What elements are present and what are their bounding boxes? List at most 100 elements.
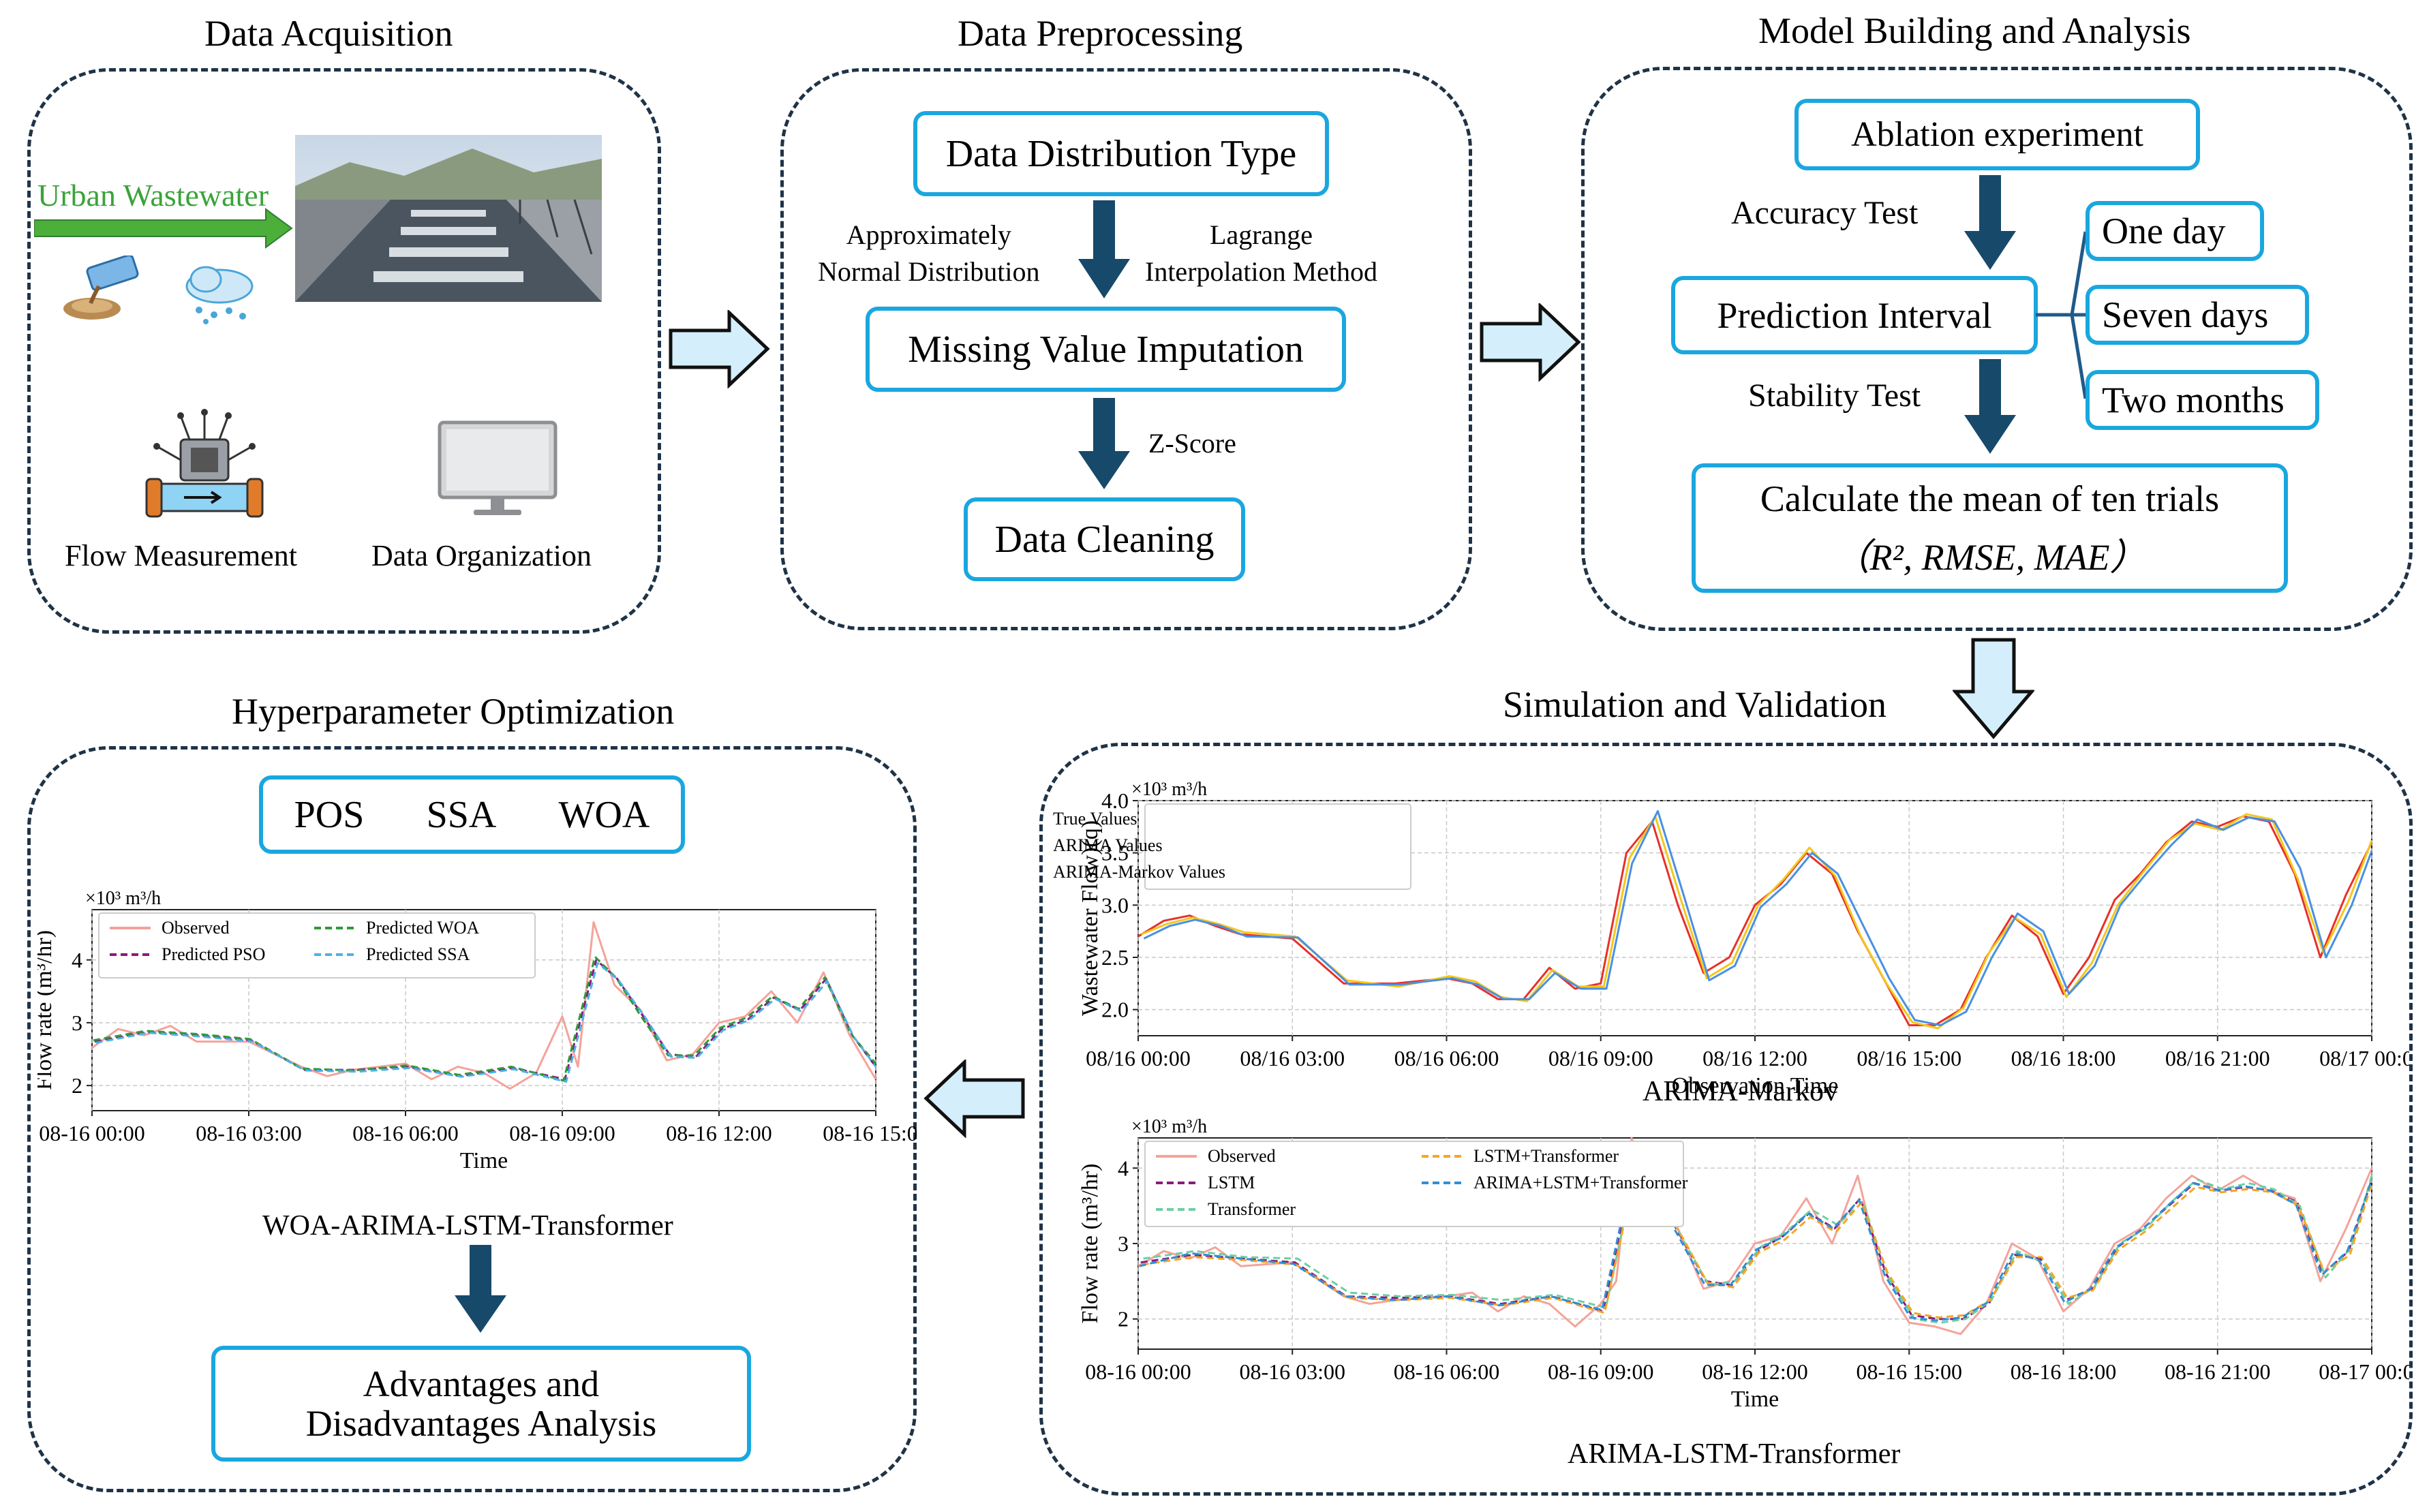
legend-box [1144, 1141, 1684, 1227]
data-organization-label: Data Organization [371, 539, 592, 572]
right-arrow-icon [669, 310, 770, 388]
legend-label: ARIMA Values [1053, 835, 1163, 855]
approx-normal-line2: Normal Distribution [818, 256, 1040, 287]
approx-normal-line1: Approximately [846, 219, 1011, 250]
mean-trials-line1: Calculate the mean of ten trials [1760, 478, 2220, 519]
algorithms-box: POS SSA WOA [259, 775, 685, 854]
woa-chart: 2 3 4 08-16 00:00 08-16 03:00 08-16 06:00 08-1… [37, 888, 917, 1173]
stability-test-label: Stability Test [1748, 377, 1921, 414]
simulation-title: Simulation and Validation [1503, 684, 1886, 725]
sewage-pipe-icon [63, 256, 139, 320]
interval-branch-lines [2036, 231, 2088, 399]
y-tick-label: 4.0 [1101, 788, 1129, 813]
series-line-3 [1142, 1171, 2373, 1318]
down-arrow-icon [455, 1245, 506, 1333]
y-axis-label: Flow rate (m³/hr) [37, 930, 57, 1090]
prediction-interval-box: Prediction Interval [1671, 276, 2038, 354]
x-tick-label: 08-16 03:00 [196, 1121, 302, 1145]
x-tick-label: 08-16 12:00 [666, 1121, 772, 1145]
legend-box [1144, 803, 1411, 890]
x-tick-label: 08-16 15:00 [1856, 1359, 1962, 1384]
x-tick-label: 08-16 21:00 [2165, 1359, 2271, 1384]
legend-label: Transformer [1208, 1199, 1296, 1219]
missing-value-box: Missing Value Imputation [866, 307, 1346, 392]
x-tick-label: 08/16 03:00 [1240, 1046, 1345, 1070]
down-arrow-icon [1953, 638, 2034, 739]
x-tick-label: 08-16 00:00 [39, 1121, 145, 1145]
analysis-box: Advantages and Disadvantages Analysis [211, 1346, 751, 1462]
series-line-2 [93, 955, 877, 1082]
x-tick-label: 08/16 18:00 [2011, 1046, 2116, 1070]
zscore-label: Z-Score [1148, 428, 1236, 459]
y-tick-label: 2 [72, 1073, 82, 1098]
series-line-2 [1143, 809, 2373, 1027]
y-tick-label: 3 [1118, 1231, 1129, 1256]
mean-trials-metrics: （R², RMSE, MAE） [1833, 537, 2147, 578]
hyperparameter-title: Hyperparameter Optimization [232, 691, 675, 732]
x-tick-label: 08/16 00:00 [1086, 1046, 1191, 1070]
accuracy-test-label: Accuracy Test [1731, 195, 1919, 231]
right-arrow-icon [1480, 303, 1581, 382]
acquisition-panel [27, 68, 661, 634]
unit-label: ×10³ m³/h [85, 888, 161, 909]
y-tick-label: 3 [72, 1010, 82, 1035]
x-tick-label: 08/16 21:00 [2165, 1046, 2270, 1070]
x-tick-label: 08-16 18:00 [2011, 1359, 2117, 1384]
legend-label: Predicted WOA [366, 918, 480, 938]
urban-wastewater-label: Urban Wastewater [37, 178, 269, 213]
y-tick-label: 3.0 [1101, 893, 1129, 917]
x-axis-label: Time [460, 1148, 508, 1173]
y-tick-label: 3.5 [1101, 841, 1129, 865]
legend-label: ARIMA-Markov Values [1053, 862, 1225, 882]
analysis-line1: Advantages and [363, 1363, 600, 1404]
algo-pos: POS [294, 793, 365, 836]
woa-model-caption: WOA-ARIMA-LSTM-Transformer [262, 1210, 673, 1241]
left-arrow-icon [923, 1060, 1025, 1138]
model-building-panel [1581, 67, 2413, 631]
down-arrow-icon [1964, 359, 2016, 454]
y-axis-label: Flow rate (m³/hr) [1078, 1164, 1103, 1324]
x-axis-label: Observation Time [1672, 1073, 1839, 1098]
x-tick-label: 08/16 12:00 [1702, 1046, 1807, 1070]
y-axis-label: Wastewater Flow)(q) [1078, 820, 1103, 1016]
x-tick-label: 08/16 15:00 [1857, 1046, 1961, 1070]
y-tick-label: 2 [1118, 1307, 1129, 1331]
algo-ssa: SSA [426, 793, 497, 836]
lagrange-label: Lagrange Interpolation Method [1145, 217, 1377, 290]
model-building-title: Model Building and Analysis [1758, 10, 2191, 51]
legend-label: LSTM+Transformer [1473, 1146, 1619, 1166]
x-tick-label: 08-16 15:00 [823, 1121, 917, 1145]
x-axis-label: Time [1731, 1387, 1779, 1412]
x-tick-label: 08-17 00:00 [2319, 1359, 2409, 1384]
acquisition-title: Data Acquisition [204, 13, 453, 54]
unit-label: ×10³ m³/h [1131, 779, 1207, 800]
arima-lstm-transformer-caption: ARIMA-LSTM-Transformer [1568, 1438, 1901, 1470]
series-line-4 [1139, 1167, 2373, 1322]
data-cleaning-box: Data Cleaning [964, 497, 1245, 581]
unit-label: ×10³ m³/h [1131, 1116, 1207, 1137]
x-tick-label: 08-16 06:00 [352, 1121, 459, 1145]
legend-label: Predicted SSA [366, 944, 470, 964]
legend-label: LSTM [1208, 1173, 1255, 1192]
x-tick-label: 08-16 09:00 [1548, 1359, 1654, 1384]
one-day-box: One day [2086, 201, 2264, 261]
seven-days-box: Seven days [2086, 285, 2309, 345]
mean-trials-box: Calculate the mean of ten trials （R², RM… [1692, 463, 2288, 593]
two-months-box: Two months [2086, 370, 2319, 430]
down-arrow-icon [1078, 200, 1130, 298]
x-tick-label: 08-16 06:00 [1394, 1359, 1500, 1384]
hyperparameter-panel [27, 746, 917, 1492]
x-tick-label: 08/16 06:00 [1394, 1046, 1499, 1070]
monitor-icon [438, 420, 557, 515]
legend-label: Observed [1208, 1146, 1276, 1166]
legend-label: True Values [1053, 809, 1137, 829]
green-arrow [34, 208, 293, 249]
ablation-box: Ablation experiment [1794, 99, 2200, 170]
rain-cloud-icon [185, 266, 254, 324]
y-tick-label: 4 [1118, 1156, 1129, 1180]
y-tick-label: 4 [72, 948, 82, 972]
preprocessing-title: Data Preprocessing [958, 13, 1243, 54]
down-arrow-icon [1078, 398, 1130, 489]
